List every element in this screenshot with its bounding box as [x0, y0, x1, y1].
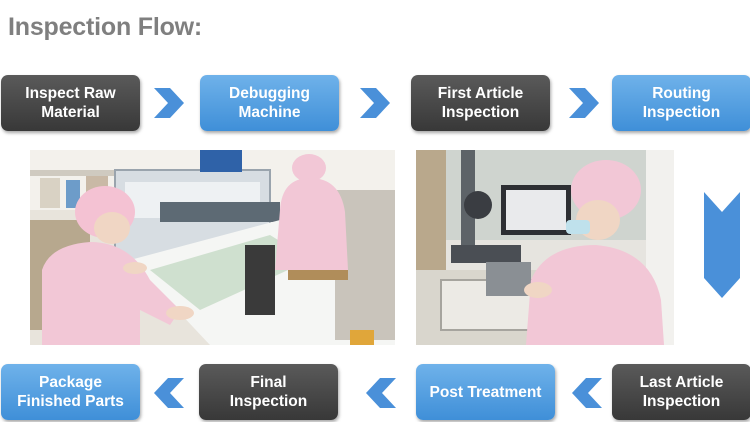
- chevron-right-icon: [154, 88, 184, 118]
- chevron-left-icon: [366, 378, 396, 408]
- step-package-finished-parts: Package Finished Parts: [1, 364, 140, 420]
- chevron-down-icon: [704, 192, 740, 298]
- photo-microscope-inspection: [416, 150, 674, 345]
- chevron-left-icon: [572, 378, 602, 408]
- step-last-article-inspection: Last Article Inspection: [612, 364, 750, 420]
- chevron-right-icon: [569, 88, 599, 118]
- step-first-article-inspection: First Article Inspection: [411, 75, 550, 131]
- photo-raw-material-inspection: [30, 150, 395, 345]
- step-debugging-machine: Debugging Machine: [200, 75, 339, 131]
- step-inspect-raw-material: Inspect Raw Material: [1, 75, 140, 131]
- step-post-treatment: Post Treatment: [416, 364, 555, 420]
- chevron-left-icon: [154, 378, 184, 408]
- step-routing-inspection: Routing Inspection: [612, 75, 750, 131]
- chevron-right-icon: [360, 88, 390, 118]
- step-final-inspection: Final Inspection: [199, 364, 338, 420]
- page-title: Inspection Flow:: [8, 13, 203, 41]
